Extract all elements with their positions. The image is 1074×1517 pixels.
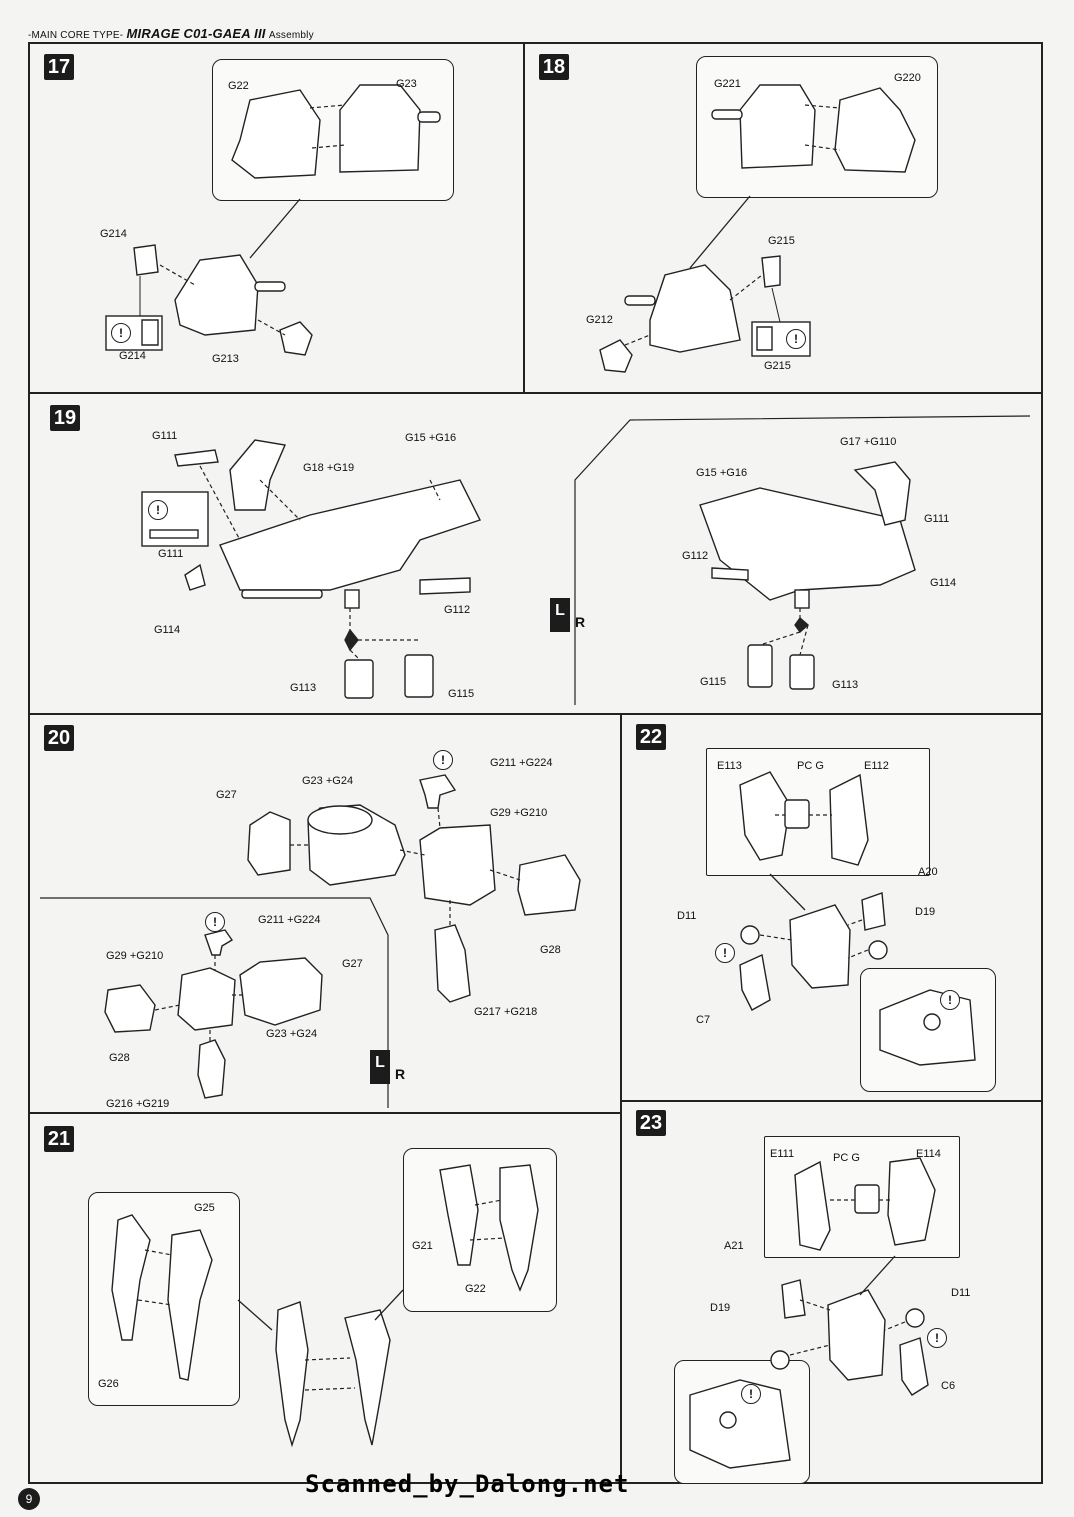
step19-label-12: G112	[682, 550, 709, 562]
step23-label-3: E114	[916, 1148, 941, 1160]
warning-icon: !	[940, 990, 960, 1010]
step19-label-14: G115	[700, 676, 727, 688]
header-section: Assembly	[268, 30, 314, 41]
header-prefix: -MAIN CORE TYPE-	[28, 30, 124, 41]
instruction-frame	[28, 42, 1043, 1484]
divider-20-21	[28, 1112, 621, 1114]
step18-label-3: G215	[768, 235, 795, 247]
divider-row1	[28, 392, 1043, 394]
step23-label-7: C6	[941, 1380, 956, 1392]
step20-label-12: G216 +G219	[106, 1098, 170, 1110]
step20-label-4: G29 +G210	[490, 807, 548, 819]
step19-label-3: G15 +G16	[405, 432, 457, 444]
step17-label-3: G214	[100, 228, 127, 240]
step19-label-15: G113	[832, 679, 859, 691]
warning-icon: !	[786, 329, 806, 349]
step20-label-3: G211 +G224	[490, 757, 553, 769]
step23-label-1: E111	[770, 1148, 795, 1160]
left-badge: L	[550, 598, 570, 632]
divider-22-23	[620, 1100, 1043, 1102]
scan-credit: Scanned_by_Dalong.net	[305, 1470, 630, 1498]
step20-label-8: G29 +G210	[106, 950, 164, 962]
step22-label-3: E112	[864, 760, 889, 772]
warning-icon: !	[148, 500, 168, 520]
left-right-badge: L R	[360, 1050, 420, 1084]
step19-label-7: G113	[290, 682, 317, 694]
step20-label-6: G217 +G218	[474, 1006, 538, 1018]
step-number-18: 18	[539, 54, 569, 80]
step21-label-3: G21	[412, 1240, 433, 1252]
step22-label-1: E113	[717, 760, 742, 772]
step19-label-8: G115	[448, 688, 475, 700]
divider-row2	[28, 713, 1043, 715]
step17-label-2: G23	[396, 78, 417, 90]
step19-label-4: G111	[158, 548, 184, 560]
divider-17-18	[523, 42, 525, 393]
step23-label-5: D19	[710, 1302, 731, 1314]
step19-label-6: G112	[444, 604, 471, 616]
warning-icon: !	[111, 323, 131, 343]
step19-label-2: G18 +G19	[303, 462, 355, 474]
warning-icon: !	[927, 1328, 947, 1348]
step17-label-4: G214	[119, 350, 146, 362]
step18-label-1: G221	[714, 78, 741, 90]
warning-icon: !	[715, 943, 735, 963]
step20-label-11: G28	[109, 1052, 130, 1064]
step17-label-1: G22	[228, 80, 249, 92]
left-badge: L	[370, 1050, 390, 1084]
step19-label-5: G114	[154, 624, 181, 636]
step-number-19: 19	[50, 405, 80, 431]
step-number-21: 21	[44, 1126, 74, 1152]
step18-label-5: G215	[764, 360, 791, 372]
step21-label-1: G25	[194, 1202, 215, 1214]
header-numeral: III	[254, 26, 266, 41]
header-model: MIRAGE C01-GAEA	[126, 26, 251, 41]
step22-label-5: D11	[677, 910, 697, 922]
step19-label-1: G111	[152, 430, 178, 442]
warning-icon: !	[433, 750, 453, 770]
step21-label-4: G22	[465, 1283, 486, 1295]
step23-label-6: D11	[951, 1287, 971, 1299]
divider-20-22	[620, 713, 622, 1484]
step23-label-2: PC G	[833, 1152, 860, 1164]
step19-label-10: G15 +G16	[696, 467, 748, 479]
page-number: 9	[18, 1488, 40, 1510]
step20-label-2: G23 +G24	[302, 775, 354, 787]
page-header: -MAIN CORE TYPE- MIRAGE C01-GAEA III Ass…	[28, 26, 314, 41]
step-number-22: 22	[636, 724, 666, 750]
step17-label-5: G213	[212, 353, 239, 365]
step20-label-5: G28	[540, 944, 561, 956]
left-right-badge: L R	[540, 598, 600, 632]
step19-label-13: G114	[930, 577, 957, 589]
right-badge: R	[574, 614, 586, 630]
step-number-17: 17	[44, 54, 74, 80]
step-number-20: 20	[44, 725, 74, 751]
step23-label-4: A21	[724, 1240, 744, 1252]
step18-label-4: G212	[586, 314, 613, 326]
right-badge: R	[394, 1066, 406, 1082]
step20-label-10: G23 +G24	[266, 1028, 318, 1040]
step19-label-9: G17 +G110	[840, 436, 897, 448]
step-number-23: 23	[636, 1110, 666, 1136]
step20-label-1: G27	[216, 789, 237, 801]
step22-label-2: PC G	[797, 760, 824, 772]
step18-label-2: G220	[894, 72, 921, 84]
step21-label-2: G26	[98, 1378, 119, 1390]
warning-icon: !	[741, 1384, 761, 1404]
step22-label-4: A20	[918, 866, 938, 878]
step22-label-6: D19	[915, 906, 936, 918]
warning-icon: !	[205, 912, 225, 932]
step19-label-11: G111	[924, 513, 950, 525]
step20-label-9: G27	[342, 958, 363, 970]
step20-label-7: G211 +G224	[258, 914, 321, 926]
step22-label-7: C7	[696, 1014, 711, 1026]
